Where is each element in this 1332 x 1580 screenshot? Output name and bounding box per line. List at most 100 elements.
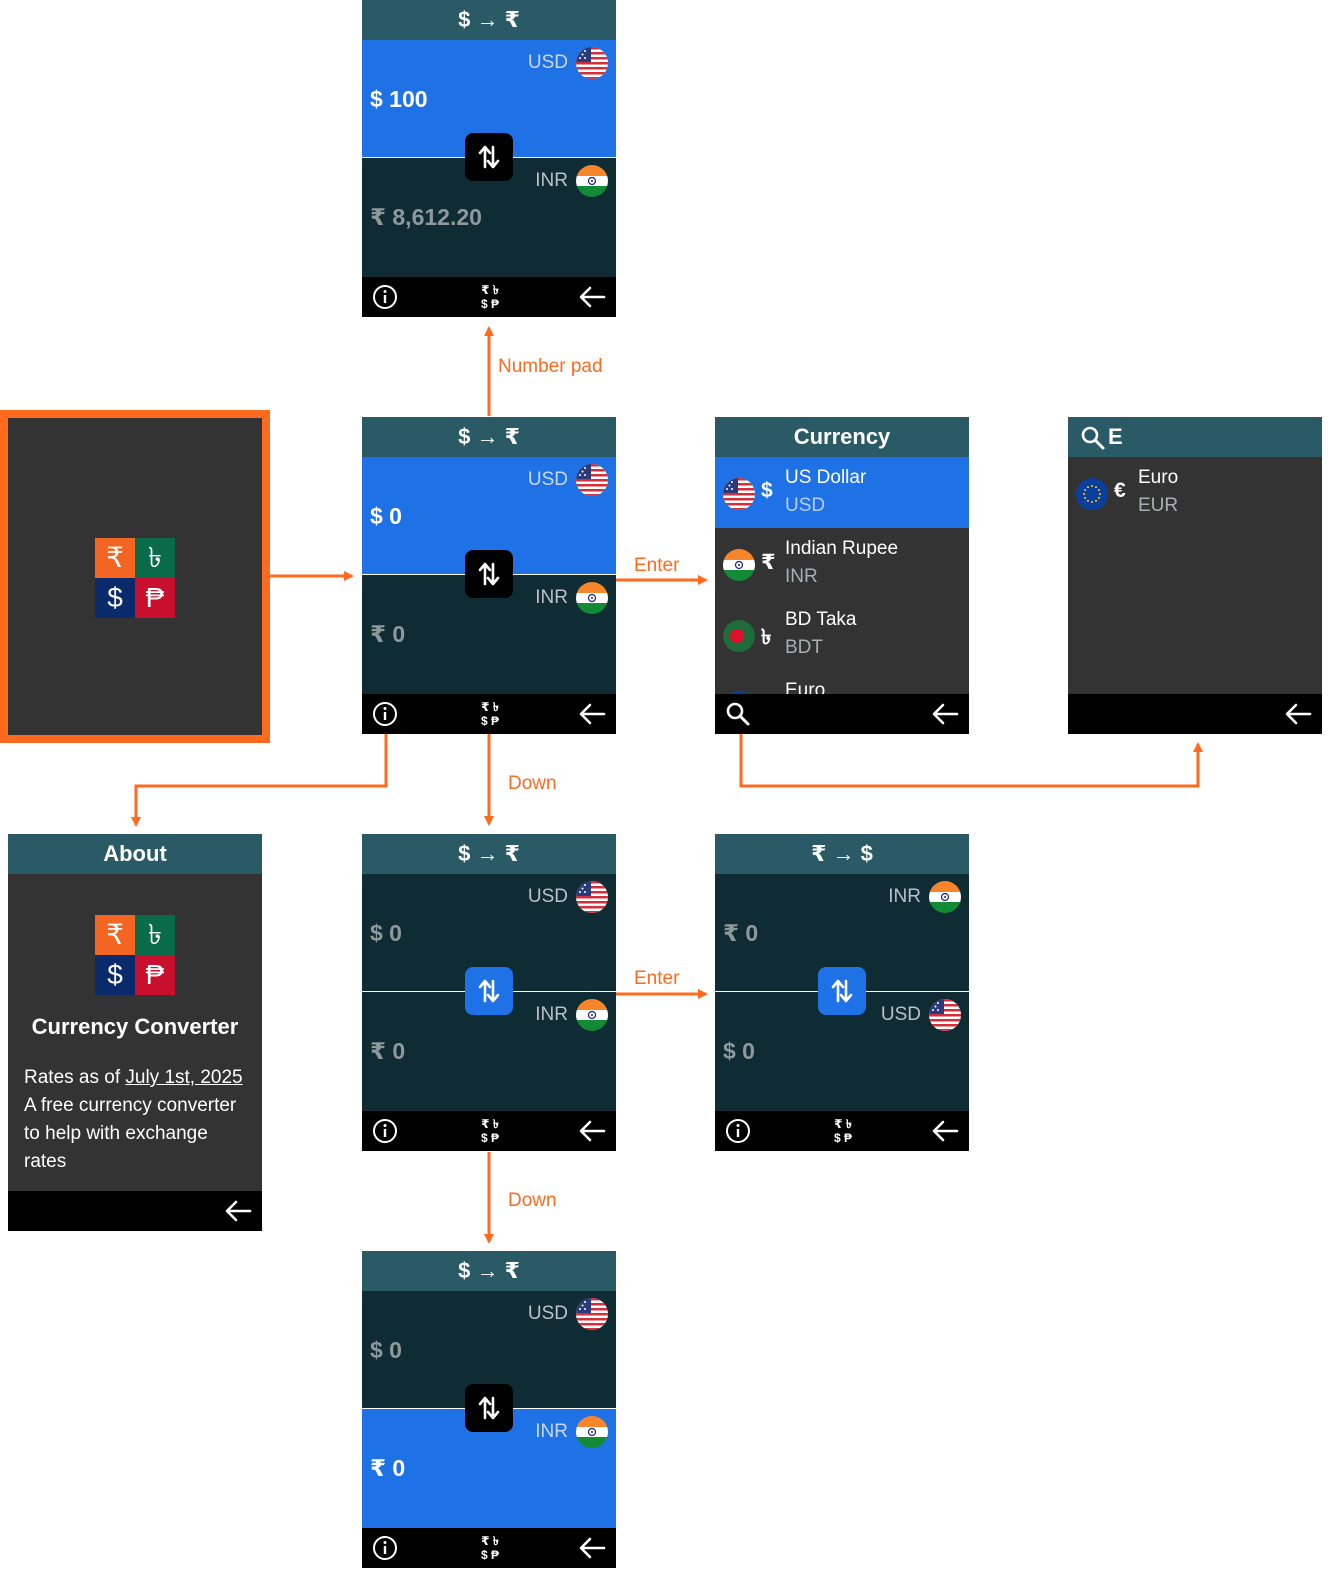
to-code: INR xyxy=(535,587,568,608)
currency-list-icon[interactable]: ₹ ৳$ ₱ xyxy=(475,700,505,730)
peso-tile: ₱ xyxy=(135,955,175,995)
edge-label-number-pad: Number pad xyxy=(498,356,603,377)
launcher-screen: ₹ ৳ $ ₱ xyxy=(0,410,270,743)
from-code: USD xyxy=(527,52,568,73)
converter-screen-initial: $ → ₹ USD $ 0 INR ₹ 0 ₹ ৳$ ₱ xyxy=(362,417,616,734)
peso-tile: ₱ xyxy=(135,578,175,618)
currency-glyphs-row1: ₹ ৳ xyxy=(481,700,499,714)
app-name: Currency Converter xyxy=(31,1014,239,1039)
india-flag-icon xyxy=(723,549,755,581)
from-amount: $ 0 xyxy=(370,920,402,946)
currency-glyphs-row1: ₹ ৳ xyxy=(481,1534,499,1548)
screen-header: $ → ₹ xyxy=(362,417,616,457)
info-icon[interactable] xyxy=(372,1118,398,1144)
currency-list-screen: Currency $ US Dollar USD ₹ Indian Rupee … xyxy=(715,417,969,734)
from-amount: $ 0 xyxy=(370,503,402,529)
from-amount: $ 0 xyxy=(370,1337,402,1363)
to-code: USD xyxy=(880,1004,921,1025)
softkey-bar xyxy=(1068,694,1322,734)
search-query[interactable]: E xyxy=(1108,424,1123,449)
back-arrow-icon[interactable] xyxy=(931,702,959,726)
edge-label-enter-list: Enter xyxy=(634,555,680,576)
softkey-bar: ₹ ৳$ ₱ xyxy=(362,694,616,734)
dollar-tile: $ xyxy=(95,578,135,618)
info-icon[interactable] xyxy=(372,1535,398,1561)
currency-glyphs-row2: $ ₱ xyxy=(480,1131,499,1145)
back-arrow-icon[interactable] xyxy=(578,285,606,309)
currency-list-icon[interactable]: ₹ ৳$ ₱ xyxy=(475,283,505,313)
to-amount: ₹ 8,612.20 xyxy=(370,204,482,230)
to-code: INR xyxy=(535,1421,568,1442)
edge-label-enter-swap: Enter xyxy=(634,968,680,989)
currency-symbol: $ xyxy=(761,479,773,502)
search-icon[interactable] xyxy=(725,701,751,727)
swap-button[interactable] xyxy=(465,1384,513,1432)
currency-glyphs-row1: ₹ ৳ xyxy=(481,283,499,297)
rates-prefix: Rates as of xyxy=(24,1067,126,1088)
list-item-bdt[interactable]: ৳ BD Taka BDT xyxy=(715,599,969,670)
currency-symbol: € xyxy=(1114,479,1126,502)
edge-label-down-2: Down xyxy=(508,1190,557,1211)
edge-about xyxy=(131,734,388,827)
app-logo: ₹ ৳ $ ₱ xyxy=(95,915,175,995)
currency-name: US Dollar xyxy=(785,467,867,488)
from-code: INR xyxy=(888,886,921,907)
from-amount: ₹ 0 xyxy=(723,920,759,946)
currency-glyphs-row1: ₹ ৳ xyxy=(481,1117,499,1131)
eu-flag-icon xyxy=(1076,478,1108,510)
from-code: USD xyxy=(527,469,568,490)
us-flag-icon xyxy=(929,999,961,1031)
list-item-inr[interactable]: ₹ Indian Rupee INR xyxy=(715,528,969,599)
back-arrow-icon[interactable] xyxy=(578,1119,606,1143)
swap-button[interactable] xyxy=(465,133,513,181)
us-flag-icon xyxy=(576,1298,608,1330)
list-item-eur[interactable]: € Euro EUR xyxy=(1068,457,1322,528)
swap-button[interactable] xyxy=(465,967,513,1015)
softkey-bar: ₹ ৳$ ₱ xyxy=(362,1528,616,1568)
dollar-tile: $ xyxy=(95,955,135,995)
back-arrow-icon[interactable] xyxy=(224,1199,252,1223)
back-arrow-icon[interactable] xyxy=(1284,702,1312,726)
softkey-bar: ₹ ৳$ ₱ xyxy=(715,1111,969,1151)
back-arrow-icon[interactable] xyxy=(931,1119,959,1143)
india-flag-icon xyxy=(576,582,608,614)
back-arrow-icon[interactable] xyxy=(578,1536,606,1560)
rupee-tile: ₹ xyxy=(95,538,135,578)
currency-name: Indian Rupee xyxy=(785,538,899,559)
currency-code: BDT xyxy=(785,637,823,658)
search-screen: E € Euro EUR xyxy=(1068,417,1322,734)
back-arrow-icon[interactable] xyxy=(578,702,606,726)
currency-glyphs-row2: $ ₱ xyxy=(833,1131,852,1145)
softkey-bar: ₹ ৳$ ₱ xyxy=(362,277,616,317)
from-panel[interactable]: USD $ 0 xyxy=(362,457,616,576)
currency-list-icon[interactable]: ₹ ৳$ ₱ xyxy=(475,1117,505,1147)
screen-header: $ → ₹ xyxy=(362,1251,616,1291)
softkey-bar xyxy=(715,694,969,734)
currency-list-icon[interactable]: ₹ ৳$ ₱ xyxy=(475,1534,505,1564)
from-code: USD xyxy=(527,886,568,907)
converter-screen-swap-focus: $ → ₹ USD $ 0 INR ₹ 0 ₹ ৳$ ₱ xyxy=(362,834,616,1151)
us-flag-icon xyxy=(723,478,755,510)
softkey-bar: ₹ ৳$ ₱ xyxy=(362,1111,616,1151)
to-amount: ₹ 0 xyxy=(370,1455,406,1481)
swap-button[interactable] xyxy=(818,967,866,1015)
currency-glyphs-row1: ₹ ৳ xyxy=(834,1117,852,1131)
currency-symbol: ৳ xyxy=(761,626,772,649)
converter-screen-swapped: ₹ → $ INR ₹ 0 USD $ 0 ₹ ৳$ ₱ xyxy=(715,834,969,1151)
rates-date-link[interactable]: July 1st, 2025 xyxy=(125,1067,243,1088)
currency-list-icon[interactable]: ₹ ৳$ ₱ xyxy=(828,1117,858,1147)
bangladesh-flag-icon xyxy=(723,620,755,652)
info-icon[interactable] xyxy=(372,284,398,310)
swap-button[interactable] xyxy=(465,550,513,598)
india-flag-icon xyxy=(576,1416,608,1448)
search-icon xyxy=(1080,424,1106,450)
taka-tile: ৳ xyxy=(135,538,175,578)
converter-screen-bottom-focus: $ → ₹ USD $ 0 INR ₹ 0 ₹ ৳$ ₱ xyxy=(362,1251,616,1568)
info-icon[interactable] xyxy=(372,701,398,727)
currency-glyphs-row2: $ ₱ xyxy=(480,1548,499,1562)
us-flag-icon xyxy=(576,47,608,79)
list-item-usd[interactable]: $ US Dollar USD xyxy=(715,457,969,528)
info-icon[interactable] xyxy=(725,1118,751,1144)
currency-symbol: ₹ xyxy=(761,551,776,574)
currency-name: Euro xyxy=(1138,467,1179,488)
